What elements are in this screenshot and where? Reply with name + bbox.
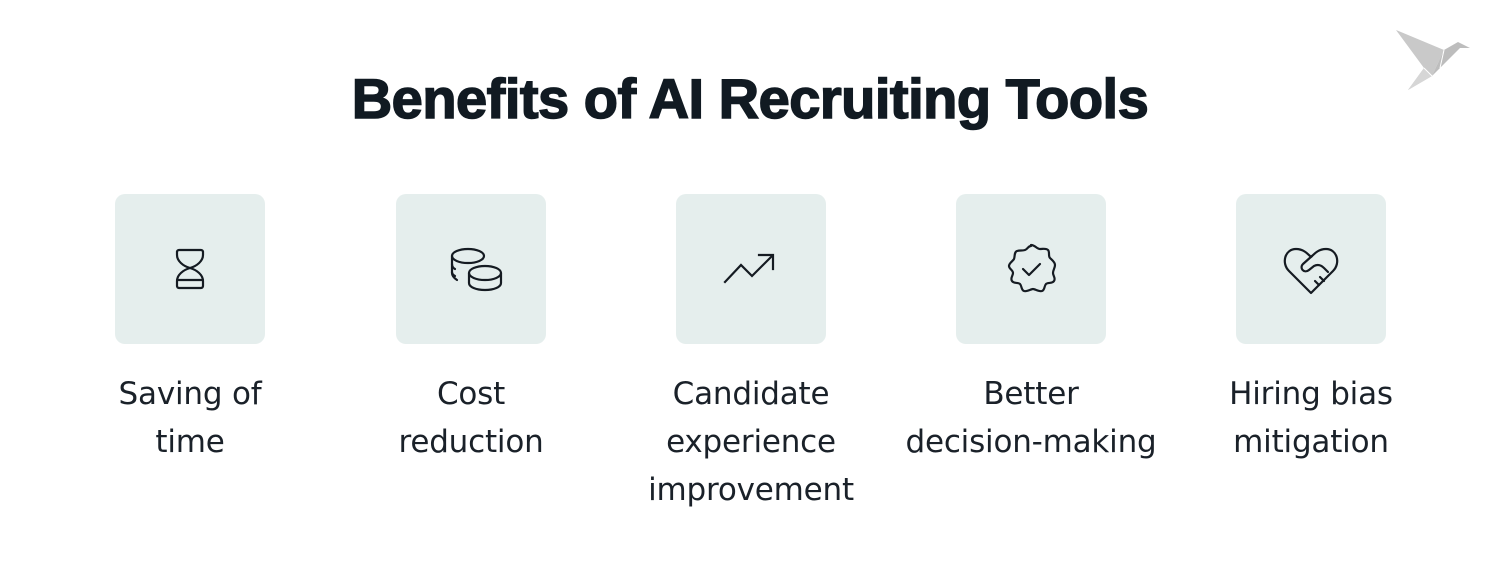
benefit-label: Cost reduction [398,376,544,460]
benefit-label: Saving of time [118,376,262,460]
icon-tile [956,194,1106,344]
icon-tile [676,194,826,344]
page-title: Benefits of AI Recruiting Tools [351,66,1150,131]
icon-tile [1236,194,1386,344]
heart-handshake-icon [1283,247,1339,295]
icon-tile [115,194,265,344]
benefit-label: Hiring bias mitigation [1229,376,1393,460]
benefit-card-cost-reduction: Cost reduction [331,194,611,466]
verified-badge-icon [1007,243,1057,293]
origami-bird-icon [1396,30,1470,90]
benefit-label: Better decision-making [905,376,1157,460]
hourglass-icon [175,248,205,290]
trending-up-icon [723,253,775,284]
coins-icon [450,247,503,292]
benefit-card-candidate-experience: Candidate experience improvement [611,194,891,514]
benefit-card-saving-time: Saving of time [50,194,330,466]
benefit-label: Candidate experience improvement [648,376,854,508]
benefit-card-better-decision-making: Better decision-making [891,194,1171,466]
icon-tile [396,194,546,344]
benefit-card-hiring-bias-mitigation: Hiring bias mitigation [1171,194,1451,466]
